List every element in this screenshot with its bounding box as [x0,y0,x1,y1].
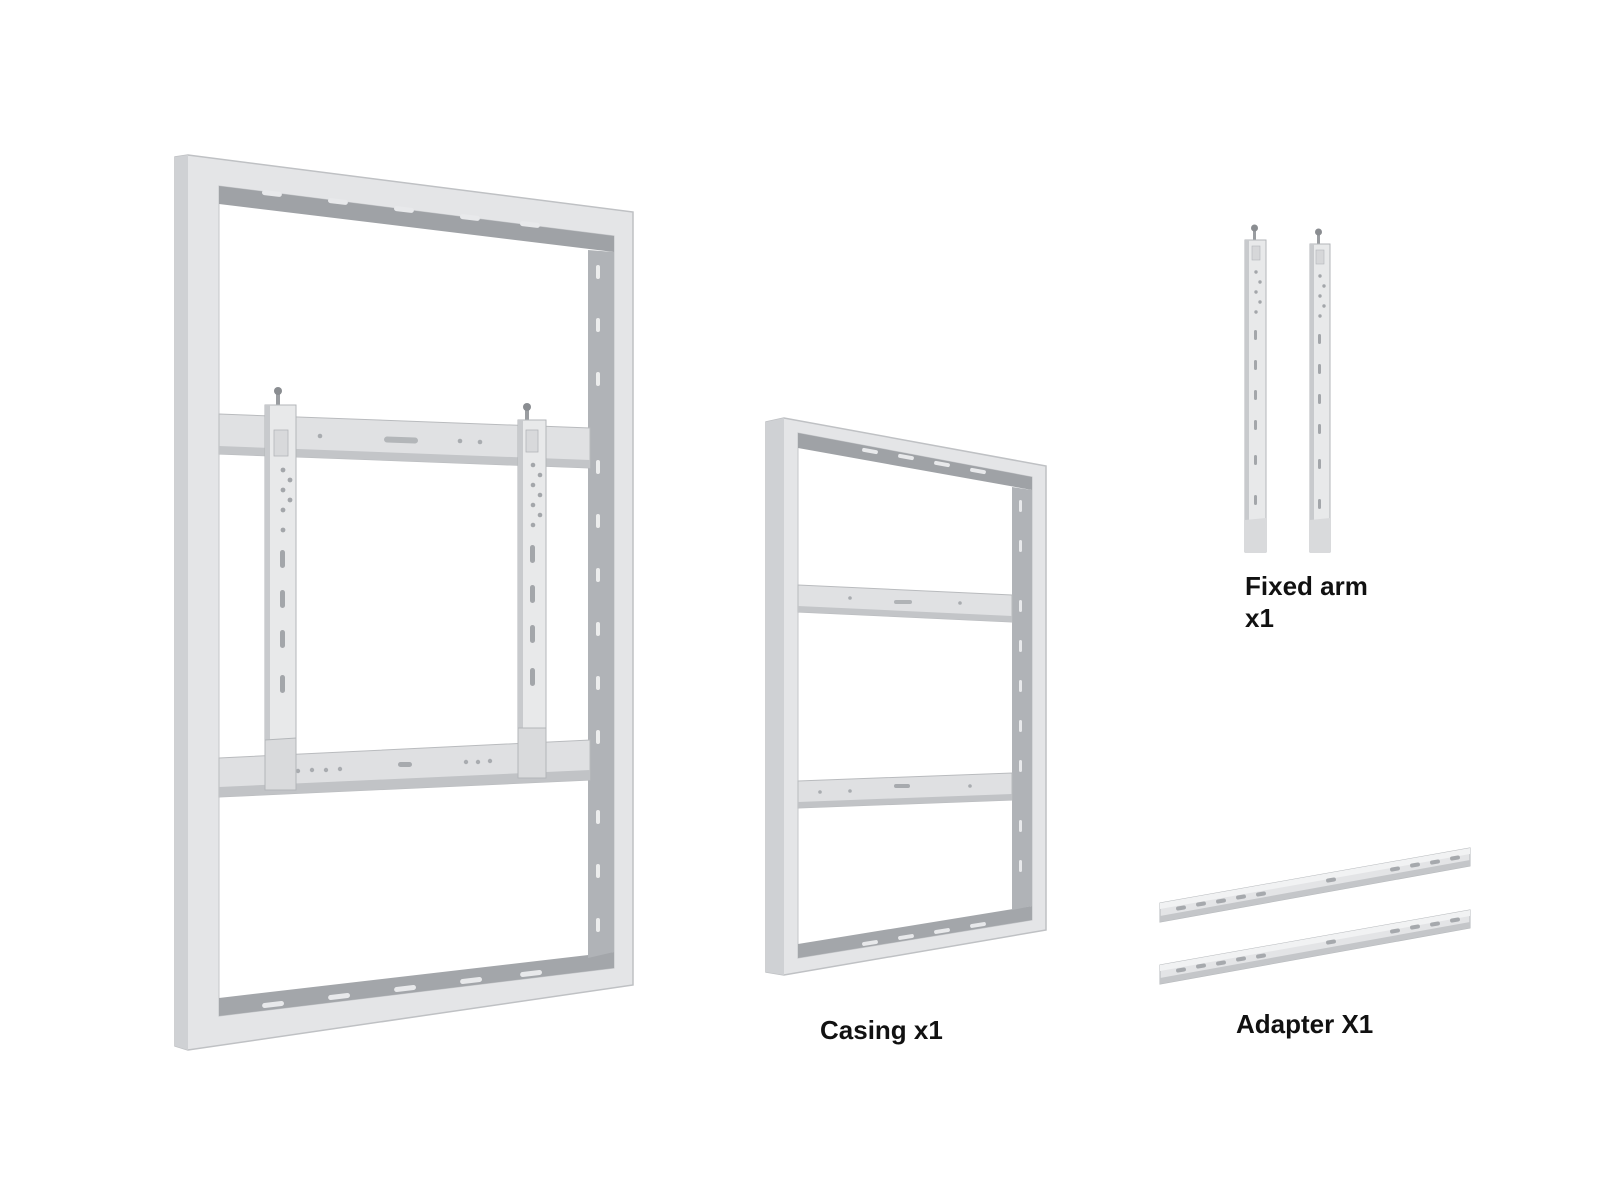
large-inner-bottom-rail [219,952,614,1016]
large-right-arm [517,403,547,779]
large-right-arm-screw [523,403,531,411]
large-top-slots [261,190,540,228]
large-bottom-slots [262,969,542,1009]
large-inner-right-side [588,250,614,958]
adapter-rail-upper [1159,847,1471,923]
large-right-slots [596,265,600,932]
fixed-arm-caption-line2: x1 [1245,603,1274,633]
adapter-rail-lower [1159,909,1471,985]
large-left-arm-screw [274,387,282,395]
fixed-arm-right [1309,228,1331,553]
large-frame-left-edge [175,155,188,1050]
fixed-arm-part [1244,224,1331,553]
fixed-arm-caption: Fixed arm x1 [1245,570,1368,634]
fixed-arm-left [1244,224,1267,553]
casing-part [765,417,1047,976]
casing-frame-opening [797,432,1033,959]
adapter-part [1159,847,1471,985]
large-inner-top-rail [219,186,614,252]
adapter-caption: Adapter X1 [1236,1009,1374,1039]
fixed-arm-caption-line1: Fixed arm [1245,571,1368,601]
casing-caption: Casing x1 [820,1015,943,1045]
assembled-wall-mount [174,154,634,1051]
large-left-arm [264,387,297,791]
